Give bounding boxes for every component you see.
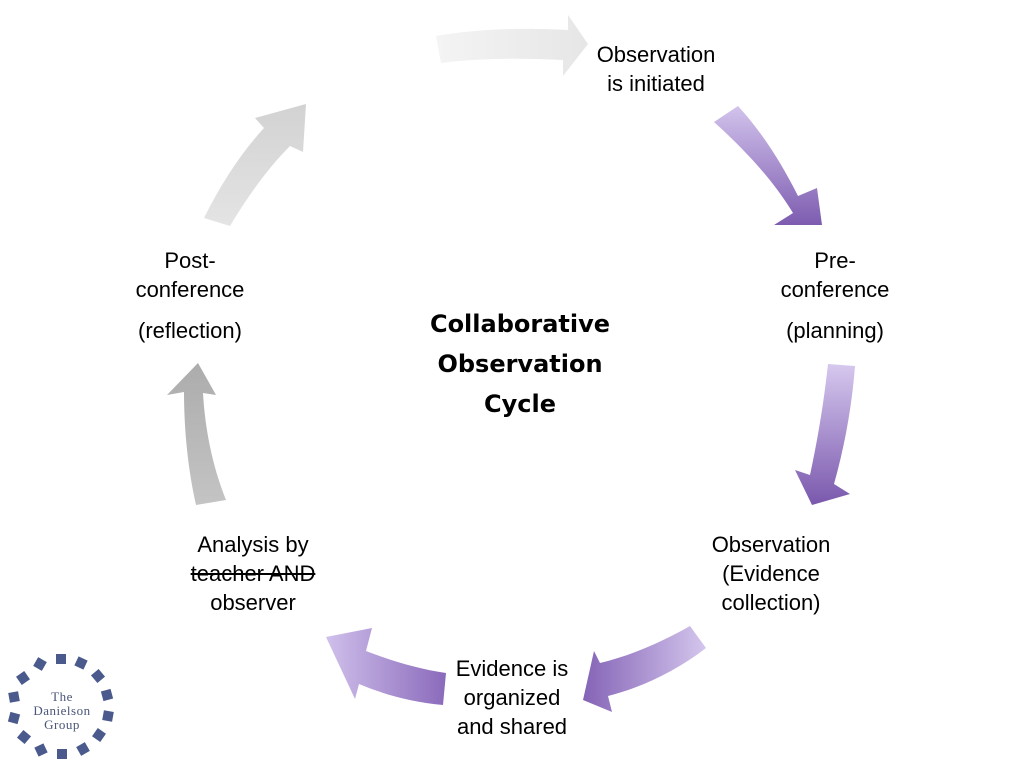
arrow-left-upper <box>204 104 306 226</box>
node-line: (reflection) <box>138 318 242 343</box>
node-line: Analysis by <box>197 532 309 557</box>
node-line: collection) <box>721 590 821 615</box>
arrow-top <box>436 15 588 76</box>
node-line: Evidence is <box>455 656 569 681</box>
diagram-title: Collaborative Observation Cycle <box>400 304 640 424</box>
node-line: (planning) <box>786 318 884 343</box>
node-analysis: Analysis by teacher AND observer <box>176 530 330 617</box>
node-line: Post- <box>164 248 216 273</box>
title-line: Cycle <box>484 390 556 418</box>
arrow-bottom-right <box>583 626 706 712</box>
logo-squares-ring <box>7 654 114 759</box>
title-line: Collaborative <box>429 310 611 338</box>
node-line: conference <box>780 277 890 302</box>
danielson-group-logo: The Danielson Group <box>0 648 124 768</box>
node-line: Observation <box>711 532 831 557</box>
arrow-left-lower <box>167 363 226 505</box>
node-line: organized <box>463 685 561 710</box>
arrow-bottom-left <box>326 628 446 705</box>
logo-line: The <box>51 689 73 704</box>
node-observation-initiated: Observation is initiated <box>578 40 734 98</box>
logo-line: Danielson <box>33 703 91 718</box>
node-observation-evidence: Observation (Evidence collection) <box>700 530 842 617</box>
node-line-struck: teacher AND <box>190 561 316 586</box>
title-line: Observation <box>437 350 603 378</box>
arrow-right-upper <box>714 106 822 225</box>
node-line: (Evidence <box>722 561 820 586</box>
node-line: observer <box>210 590 296 615</box>
node-evidence-organized: Evidence is organized and shared <box>440 654 584 741</box>
logo-line: Group <box>44 717 80 732</box>
node-line: Pre- <box>814 248 856 273</box>
node-line: Observation <box>596 42 716 67</box>
node-line: is initiated <box>607 71 705 96</box>
node-pre-conference: Pre- conference (planning) <box>766 246 904 345</box>
node-line: conference <box>135 277 245 302</box>
arrow-right-lower <box>795 364 855 505</box>
logo-wordmark: The Danielson Group <box>0 690 124 732</box>
node-post-conference: Post- conference (reflection) <box>120 246 260 345</box>
node-line: and shared <box>456 714 568 739</box>
